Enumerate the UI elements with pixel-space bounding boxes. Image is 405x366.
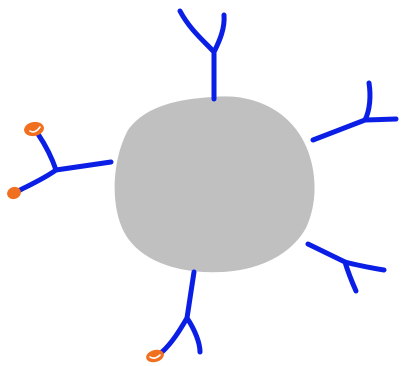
receptor-left — [5, 120, 111, 201]
receptor-upper-right — [313, 83, 396, 140]
receptor-upper-right-arm-up — [365, 83, 370, 120]
ligand-left-top-body — [23, 120, 45, 137]
ligand-left-top — [23, 120, 45, 137]
receptor-upper-right-stalk — [313, 120, 365, 140]
receptor-top-arm-right — [214, 15, 224, 52]
receptor-left-arm-up — [38, 134, 56, 170]
receptor-upper-right-arm-down — [365, 119, 396, 120]
receptor-lower-right-arm-right — [345, 262, 384, 270]
receptor-bottom-arm-left — [162, 318, 187, 352]
receptor-left-arm-down — [20, 170, 56, 190]
receptor-lower-right — [308, 244, 384, 291]
receptor-left-stalk — [56, 162, 111, 170]
receptor-bottom-arm-right — [187, 318, 200, 352]
receptor-lower-right-stalk — [308, 244, 345, 262]
receptor-top — [180, 11, 224, 99]
core-sphere — [115, 96, 315, 272]
receptor-bottom — [145, 272, 200, 364]
receptor-top-arm-left — [180, 11, 214, 52]
receptor-bottom-stalk — [187, 272, 194, 318]
